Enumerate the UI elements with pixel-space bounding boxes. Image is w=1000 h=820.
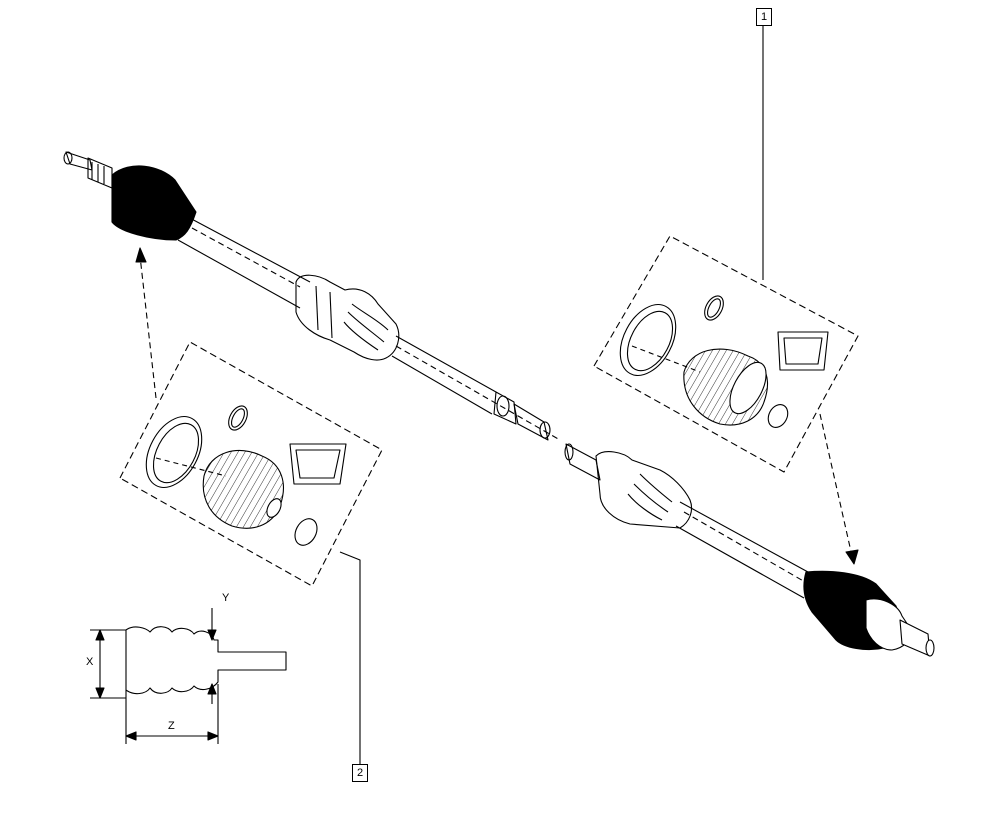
dimension-z-label: Z bbox=[168, 720, 175, 732]
left-shaft bbox=[63, 151, 113, 189]
leader-2 bbox=[339, 551, 361, 764]
right-stub-axle bbox=[865, 598, 935, 657]
kit-box-1 bbox=[593, 235, 859, 473]
dimension-x-label: X bbox=[86, 656, 94, 668]
intermediate-spline bbox=[493, 391, 551, 441]
callout-1: 1 bbox=[756, 8, 772, 26]
left-outer-boot bbox=[111, 165, 197, 241]
dashed-leaders bbox=[139, 255, 853, 557]
arrow-head-right bbox=[845, 549, 859, 565]
callout-2: 2 bbox=[352, 764, 368, 782]
kit-box-2 bbox=[119, 341, 383, 587]
center-joint bbox=[295, 274, 400, 361]
shaft-bar-right bbox=[675, 501, 813, 599]
dimension-sketch bbox=[90, 608, 287, 744]
dimension-y-label: Y bbox=[222, 592, 230, 604]
shaft-bar-left bbox=[177, 215, 311, 309]
shaft-bar-middle bbox=[391, 335, 561, 441]
right-shaft-inner bbox=[564, 443, 693, 529]
arrow-head-left bbox=[135, 247, 147, 263]
